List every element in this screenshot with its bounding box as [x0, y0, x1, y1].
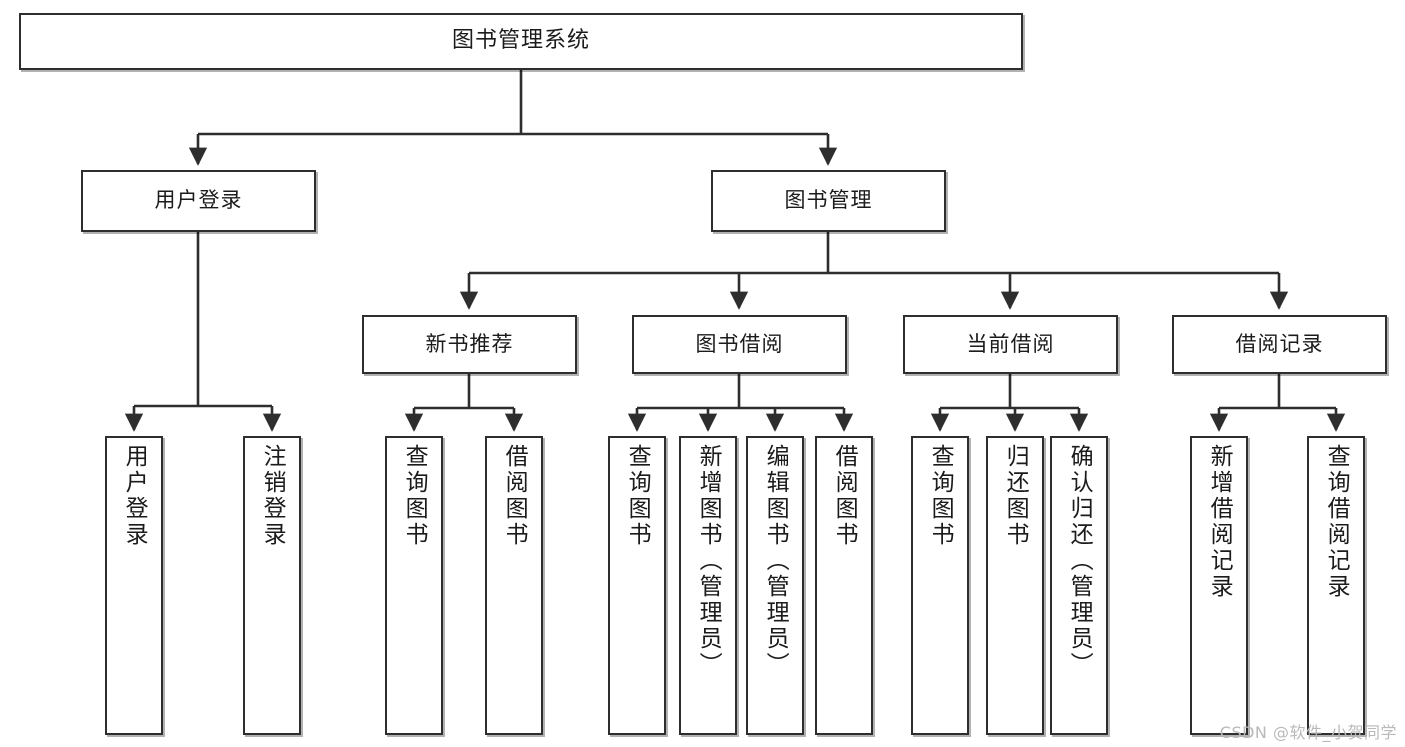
node-user-login-label: 用户登录 — [154, 188, 243, 213]
leaf-borrow-lend-books[interactable]: 借阅图书 — [815, 436, 873, 735]
leaf-label: 注销登录 — [259, 444, 286, 548]
node-current-borrowing-label: 当前借阅 — [966, 331, 1055, 356]
leaf-label: 借阅图书 — [501, 444, 528, 548]
node-book-borrowing[interactable]: 图书借阅 — [632, 315, 847, 374]
node-book-management[interactable]: 图书管理 — [711, 170, 946, 232]
leaf-current-return-books[interactable]: 归还图书 — [986, 436, 1044, 735]
leaf-borrow-add-book-admin[interactable]: 新增图书（管理员） — [679, 436, 737, 735]
leaf-label: 新增借阅记录 — [1206, 444, 1233, 600]
leaf-label: 查询借阅记录 — [1323, 444, 1350, 600]
node-borrowing-records[interactable]: 借阅记录 — [1172, 315, 1387, 374]
leaf-label: 归还图书 — [1002, 444, 1029, 548]
leaf-current-confirm-return-admin[interactable]: 确认归还（管理员） — [1050, 436, 1108, 735]
leaf-newbook-query-books[interactable]: 查询图书 — [385, 436, 443, 735]
leaf-label: 查询图书 — [927, 444, 954, 548]
leaf-records-query-record[interactable]: 查询借阅记录 — [1307, 436, 1365, 735]
leaf-user-login-logout[interactable]: 注销登录 — [243, 436, 301, 735]
node-new-book-recommendation[interactable]: 新书推荐 — [362, 315, 577, 374]
leaf-label: 查询图书 — [401, 444, 428, 548]
node-book-borrowing-label: 图书借阅 — [695, 331, 784, 356]
node-root-book-management-system[interactable]: 图书管理系统 — [19, 13, 1023, 70]
leaf-current-query-books[interactable]: 查询图书 — [911, 436, 969, 735]
leaf-user-login-login[interactable]: 用户登录 — [105, 436, 163, 735]
leaf-label: 查询图书 — [624, 444, 651, 548]
node-current-borrowing[interactable]: 当前借阅 — [903, 315, 1118, 374]
csdn-watermark: CSDN @软件_小贺同学 — [1219, 723, 1397, 742]
leaf-label: 用户登录 — [121, 444, 148, 548]
node-root-label: 图书管理系统 — [451, 28, 590, 54]
leaf-borrow-query-books[interactable]: 查询图书 — [608, 436, 666, 735]
node-new-book-recommendation-label: 新书推荐 — [425, 331, 514, 356]
leaf-newbook-borrow-books[interactable]: 借阅图书 — [485, 436, 543, 735]
leaf-records-add-record[interactable]: 新增借阅记录 — [1190, 436, 1248, 735]
leaf-label: 确认归还（管理员） — [1066, 444, 1093, 678]
leaf-label: 新增图书（管理员） — [695, 444, 722, 678]
node-borrowing-records-label: 借阅记录 — [1235, 331, 1324, 356]
leaf-borrow-edit-book-admin[interactable]: 编辑图书（管理员） — [746, 436, 804, 735]
leaf-label: 借阅图书 — [831, 444, 858, 548]
leaf-label: 编辑图书（管理员） — [762, 444, 789, 678]
node-user-login[interactable]: 用户登录 — [81, 170, 316, 232]
node-book-management-label: 图书管理 — [784, 188, 873, 213]
